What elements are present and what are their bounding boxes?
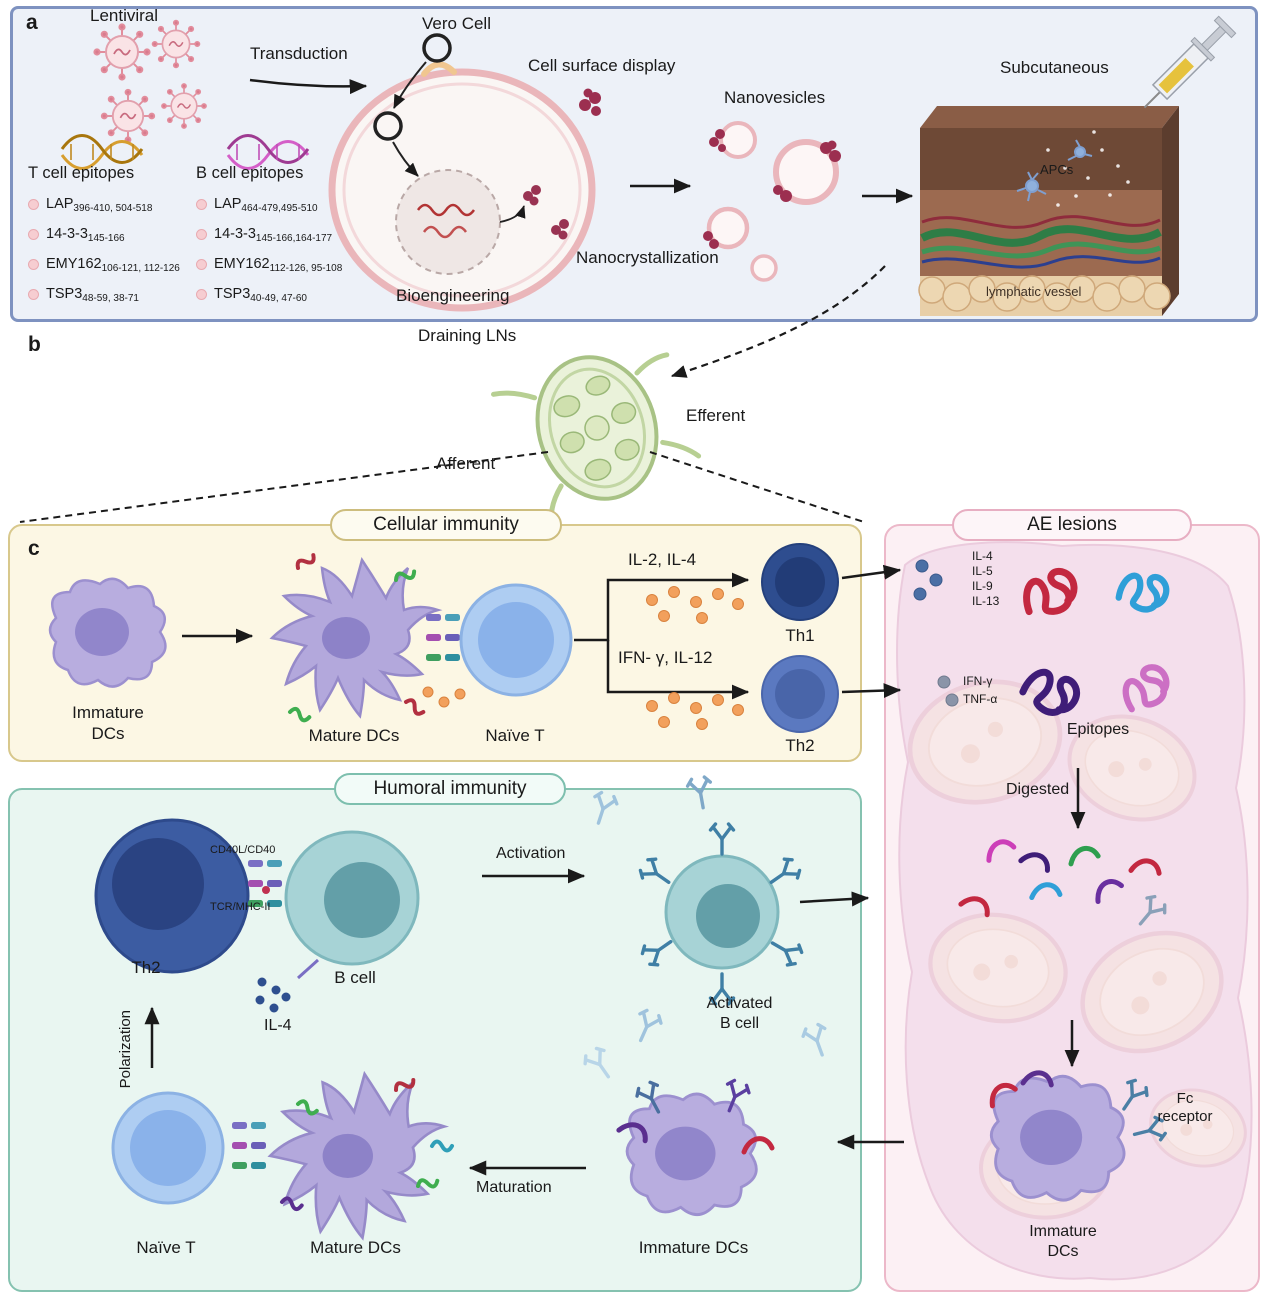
epitope-name: EMY162 [46,256,102,272]
epitope-name: 14-3-3 [214,226,256,242]
ae-cytokine-il13: IL-13 [972,594,1000,608]
subcutaneous-label: Subcutaneous [1000,58,1109,77]
transduction-label: Transduction [250,44,348,63]
b-cell-epitopes-title: B cell epitopes [196,164,304,182]
apcs-label: APCs [1040,162,1074,177]
polarization-label: Polarization [116,1009,134,1089]
node-zoom-line-right [649,451,865,523]
epitope-range: 145-166,164-177 [255,232,333,244]
bullet-icon [28,228,39,240]
th2-label-cellular: Th2 [785,736,815,755]
bullet-icon [28,198,39,210]
epitope-range: 48-59, 38-71 [82,292,139,304]
immature-dcs-label-humoral: Immature DCs [638,1238,749,1257]
bullet-icon [196,288,207,300]
il4-label: IL-4 [264,1017,292,1034]
fc-receptor-label: Fc receptor [1157,1090,1213,1126]
bullet-icon [28,288,39,300]
th1-label: Th1 [785,626,815,645]
bullet-icon [196,198,207,210]
immature-dcs-label-cellular: Immature DCs [72,703,144,743]
cd40-label: CD40L/CD40 [210,844,276,856]
epitope-range: 40-49, 47-60 [250,292,307,304]
lymphatic-vessel-label: lymphatic vessel [986,284,1082,299]
b-cell-label: B cell [334,968,376,987]
panel-a-letter: a [26,11,38,34]
efferent-label: Efferent [686,406,746,425]
ae-cytokine-il4: IL-4 [972,549,993,563]
bioengineering-label: Bioengineering [396,286,510,305]
ae-cytokine-ifng: IFN-γ [963,674,993,688]
il2-il4-label: IL-2, IL-4 [628,550,697,569]
panel-b-letter: b [28,333,41,356]
lymph-node-illustration [491,352,702,524]
nanovesicles-label: Nanovesicles [724,88,826,107]
afferent-label: Afferent [436,454,496,473]
epitope-range: 145-166 [87,232,125,244]
th2-label-humoral: Th2 [131,958,161,977]
cellular-immunity-title: Cellular immunity [330,509,562,541]
digested-label: Digested [1006,781,1070,798]
nanocrystallization-label: Nanocrystallization [576,248,719,267]
naive-t-label-humoral: Naïve T [136,1238,196,1257]
activated-b-cell-label: Activated B cell [706,995,773,1032]
epitope-range: 464-479,495-510 [241,202,318,214]
ae-lesions-title: AE lesions [952,509,1192,541]
vero-cell-label: Vero Cell [422,14,491,33]
epitope-range: 396-410, 504-518 [73,202,153,214]
epitope-name: LAP [46,196,74,212]
t-cell-epitopes-title: T cell epitopes [28,164,135,182]
epitope-name: LAP [214,196,242,212]
epitope-name: TSP3 [214,286,251,302]
epitopes-label: Epitopes [1066,721,1130,738]
maturation-label: Maturation [476,1179,552,1196]
ae-cytokine-il9: IL-9 [972,579,993,593]
ifn-il12-label: IFN- γ, IL-12 [618,648,713,667]
cell-surface-display-label: Cell surface display [528,56,676,75]
ae-cytokine-il5: IL-5 [972,564,993,578]
bullet-icon [196,258,207,270]
epitope-name: TSP3 [46,286,83,302]
activation-label: Activation [496,845,566,862]
bullet-icon [196,228,207,240]
immature-dcs-label-ae: Immature DCs [1029,1223,1097,1260]
ae-lesions-box [884,524,1260,1292]
lentiviral-label: Lentiviral [90,6,159,25]
ae-cytokine-tnfa: TNF-α [963,692,998,706]
bullet-icon [28,258,39,270]
epitope-range: 112-126, 95-108 [269,262,343,274]
panel-c-letter: c [28,537,40,560]
naive-t-label-cellular: Naïve T [485,726,545,745]
mature-dcs-label-cellular: Mature DCs [308,726,400,745]
draining-lns-label: Draining LNs [418,326,517,345]
humoral-immunity-box [8,788,862,1292]
mature-dcs-label-humoral: Mature DCs [310,1238,401,1257]
tcr-mhc-label: TCR/MHC-II [210,901,271,913]
humoral-immunity-title: Humoral immunity [334,773,566,805]
epitope-range: 106-121, 112-126 [101,262,180,274]
epitope-name: 14-3-3 [46,226,88,242]
epitope-name: EMY162 [214,256,270,272]
